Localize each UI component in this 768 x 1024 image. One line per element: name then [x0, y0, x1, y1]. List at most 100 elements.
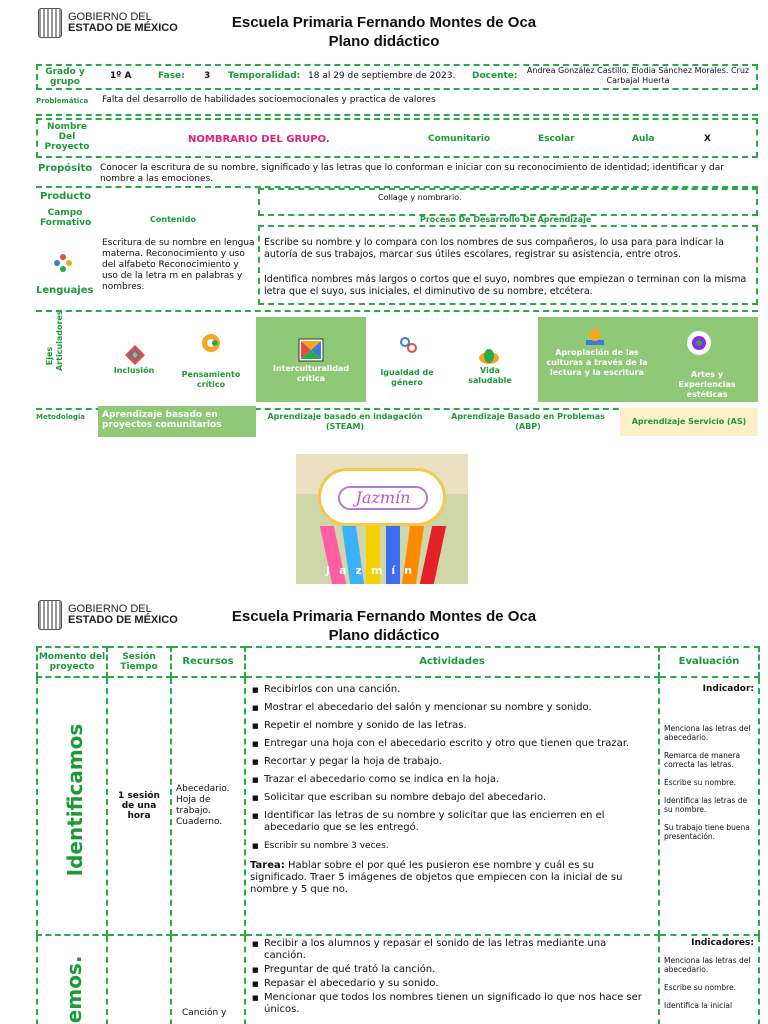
actividades-cell: Recibir a los alumnos y repasar el sonid… — [244, 934, 660, 1024]
escolar-label: Escolar — [538, 134, 575, 144]
sesion-cell — [106, 934, 172, 1024]
list-item: Solicitar que escriban su nombre debajo … — [250, 792, 650, 804]
eje-artes: Artes y Experiencias estéticas — [678, 370, 736, 399]
ribbon-letter: m — [370, 564, 383, 577]
school-name: Escuela Primaria Fernando Montes de Oca — [231, 14, 537, 31]
docente-value: Andrea González Castillo. Elodia Sánchez… — [526, 66, 750, 85]
gov-line1: GOBIERNO DEL — [68, 11, 152, 23]
pda-value-1: Escribe su nombre y lo compara con los n… — [264, 237, 724, 260]
fase-value: 3 — [204, 71, 211, 81]
temporalidad-label: Temporalidad: — [228, 71, 301, 81]
ribbon-letter: n — [404, 564, 413, 577]
tarea-block: Tarea: Hablar sobre el por qué les pusie… — [250, 860, 650, 896]
apropiacion-icon — [584, 326, 606, 348]
list-item: Recortar y pegar la hoja de trabajo. — [250, 756, 650, 768]
proposito-value: Conocer la escritura de su nombre, signi… — [100, 163, 724, 184]
momento-cell: Identificamos — [36, 676, 108, 936]
tarea-label: Tarea: — [250, 860, 285, 871]
met-abp: Aprendizaje Basado en Problemas (ABP) — [451, 412, 605, 431]
list-item: Trazar el abecedario como se indica en l… — [250, 774, 650, 786]
momento-cell: ...emos. — [36, 934, 108, 1024]
list-item: Repasar el abecedario y su sonido. — [250, 978, 650, 990]
producto-label: Producto — [40, 191, 91, 202]
table-row: Identificamos 1 sesión de una hora Abece… — [36, 676, 760, 936]
ribbon-letter: a — [339, 564, 347, 577]
momento-identificamos: Identificamos — [63, 723, 87, 877]
pensamiento-critico-icon — [200, 332, 222, 354]
problematica-value: Falta del desarrollo de habilidades soci… — [102, 95, 436, 105]
indicator-item: Menciona las letras del abecedario. — [664, 724, 751, 742]
evaluacion-cell: Indicador: Menciona las letras del abece… — [658, 676, 760, 936]
aula-label: Aula — [632, 134, 655, 144]
state-seal-icon — [38, 8, 62, 38]
contenido-label: Contenido — [150, 215, 196, 224]
nombre-label: Nombre Del Proyecto — [44, 122, 90, 152]
pda-value-2: Identifica nombres más largos o cortos q… — [264, 274, 747, 297]
list-item: Repetir el nombre y sonido de las letras… — [250, 720, 650, 732]
met-proyectos: Aprendizaje basado en proyectos comunita… — [98, 406, 256, 437]
government-logo: GOBIERNO DEL ESTADO DE MÉXICO — [38, 8, 178, 38]
ribbon-letter: J — [326, 564, 331, 577]
eje-vida-saludable: Vida saludable — [468, 366, 512, 385]
school-name: Escuela Primaria Fernando Montes de Oca — [231, 608, 537, 625]
temporalidad-value: 18 al 29 de septiembre de 2023. — [308, 71, 456, 81]
indicator-item: Menciona las letras del abecedario. — [664, 956, 751, 974]
metodologia-label: Metodología — [36, 413, 86, 421]
ribbon-indigo — [386, 526, 400, 584]
pda-label: Proceso De Desarrollo De Aprendizaje — [420, 215, 592, 224]
indicator-item: Escribe su nombre. — [664, 983, 737, 992]
list-item: Identificar las letras de su nombre y so… — [250, 810, 650, 834]
divider — [36, 114, 758, 116]
producto-value: Collage y nombrario. — [378, 193, 462, 202]
col-recursos: Recursos — [170, 646, 246, 678]
eje-interculturalidad: Interculturalidad crítica — [272, 364, 350, 383]
indicator-item: Identifica la inicial — [664, 1001, 733, 1010]
ribbon-yellow — [366, 526, 380, 584]
eje-igualdad: Igualdad de género — [380, 368, 434, 387]
ejes-label: Ejes Articuladores — [45, 310, 64, 371]
list-item: Mencionar que todos los nombres tienen u… — [250, 992, 650, 1016]
recursos-value: Canción y — [170, 934, 246, 1024]
vida-saludable-icon — [478, 344, 500, 366]
sesion-value: 1 sesión de una hora — [106, 676, 172, 936]
eje-bg-artes — [656, 317, 758, 402]
doc-title: Plano didáctico — [328, 33, 440, 50]
indicator-item: Escribe su nombre. — [664, 778, 737, 787]
col-momento: Momento del proyecto — [36, 646, 108, 678]
state-seal-icon — [38, 600, 62, 630]
indicator-item: Identifica las letras de su nombre. — [664, 796, 748, 814]
project-name: NOMBRARIO DEL GRUPO. — [188, 134, 330, 145]
campo-value: Lenguajes — [36, 285, 94, 296]
divider — [36, 186, 758, 188]
fase-label: Fase: — [158, 71, 185, 81]
tarea-text: Hablar sobre el por qué les pusieron ese… — [250, 860, 623, 895]
photo-name: Jazmín — [338, 486, 428, 510]
aula-mark: X — [704, 134, 711, 144]
comunitario-label: Comunitario — [428, 134, 491, 144]
ribbon-letter: z — [355, 564, 362, 577]
campo-label: Campo Formativo — [40, 208, 92, 228]
gov-line2: ESTADO DE MÉXICO — [68, 22, 178, 34]
evaluacion-cell: Indicadores: Menciona las letras del abe… — [658, 934, 760, 1024]
list-item: Recibirlos con una canción. — [250, 684, 650, 696]
government-logo: GOBIERNO DEL ESTADO DE MÉXICO — [38, 600, 178, 630]
divider — [36, 408, 758, 410]
producto-box — [258, 188, 758, 216]
momento-row2: ...emos. — [62, 955, 86, 1024]
artes-icon — [686, 330, 712, 356]
list-item: Preguntar de qué trató la canción. — [250, 964, 650, 976]
divider — [36, 310, 758, 312]
col-actividades: Actividades — [244, 646, 660, 678]
table-row: ...emos. Canción y Recibir a los alumnos… — [36, 934, 760, 1024]
project-row — [36, 118, 758, 158]
pda-box — [258, 225, 758, 305]
list-item: Entregar una hoja con el abecedario escr… — [250, 738, 650, 750]
ribbon-letter: í — [391, 564, 396, 577]
docente-label: Docente: — [472, 71, 518, 81]
doc-title: Plano didáctico — [328, 627, 440, 644]
indicador-label: Indicador: — [702, 684, 754, 694]
contenido-value: Escritura de su nombre en lengua materna… — [102, 238, 255, 292]
activities-table: Momento del proyecto Sesión Tiempo Recur… — [36, 646, 760, 1024]
igualdad-genero-icon — [398, 334, 420, 356]
eje-pensamiento: Pensamiento crítico — [181, 370, 241, 389]
